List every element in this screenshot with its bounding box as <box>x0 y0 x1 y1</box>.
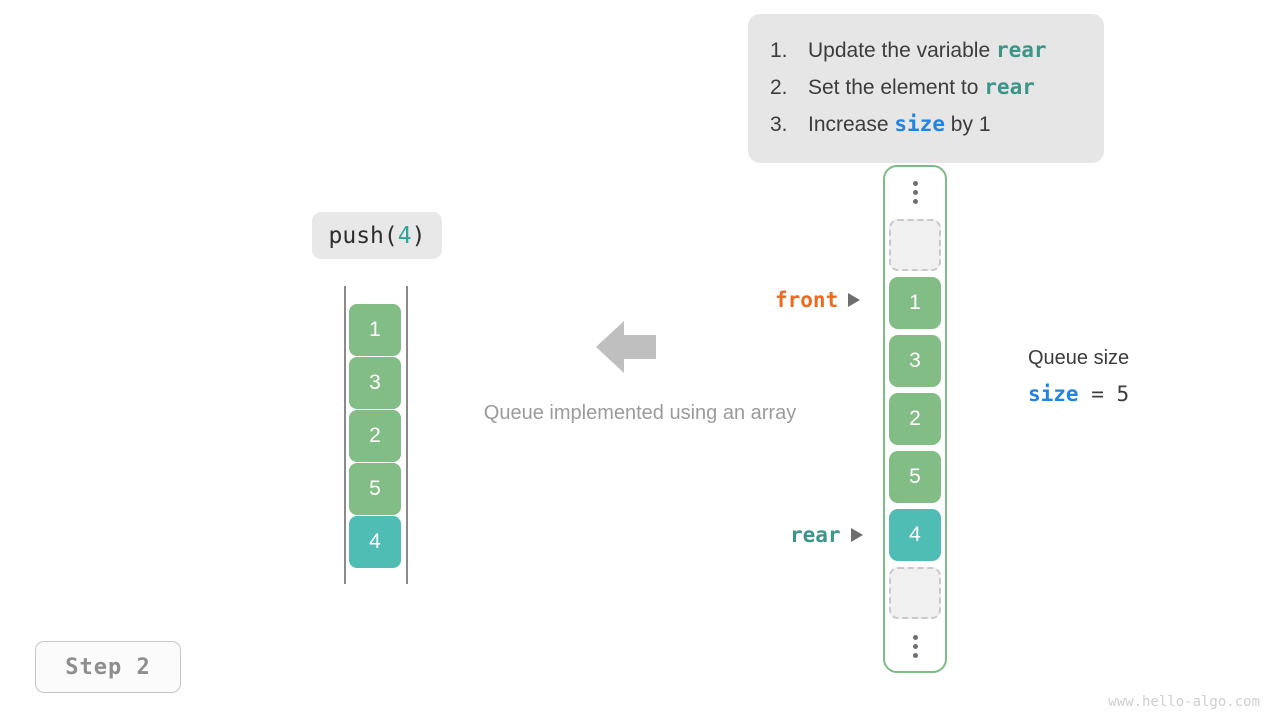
queue-size-value: 5 <box>1116 382 1130 406</box>
queue-size-expression: size = 5 <box>1028 379 1129 409</box>
queue-size-title: Queue size <box>1028 347 1130 369</box>
queue-cell: 1 <box>889 277 941 329</box>
left-arrow-icon <box>596 320 656 374</box>
instruction-text-pre: Set the element to <box>808 76 985 99</box>
operation-label: push(4) <box>312 212 442 259</box>
watermark: www.hello-algo.com <box>1108 694 1260 710</box>
queue-cell: 3 <box>889 335 941 387</box>
instruction-text-post: by 1 <box>944 113 991 136</box>
step-badge: Step 2 <box>35 641 181 693</box>
instruction-item-3: 3. Increase size by 1 <box>770 106 1082 143</box>
array-rail-right <box>406 286 408 584</box>
operation-label-suffix: ) <box>411 222 426 249</box>
queue-cell-empty <box>889 219 941 271</box>
instruction-text: Set the element to rear <box>808 69 1035 106</box>
arrow-right-icon <box>850 528 863 542</box>
queue-size-operator: = <box>1078 382 1117 406</box>
operation-label-prefix: push( <box>328 222 398 249</box>
left-array-cell: 2 <box>349 410 401 462</box>
ellipsis-top-icon <box>912 167 918 217</box>
pointer-front-label: front <box>775 288 839 312</box>
queue-cell: 4 <box>889 509 941 561</box>
left-array-cell: 4 <box>349 516 401 568</box>
queue-cell: 2 <box>889 393 941 445</box>
instruction-card: 1. Update the variable rear 2. Set the e… <box>748 14 1104 163</box>
pointer-front: front <box>775 288 861 312</box>
instruction-list: 1. Update the variable rear 2. Set the e… <box>770 32 1082 143</box>
instruction-text-pre: Increase <box>808 113 895 136</box>
queue-size-var: size <box>1028 382 1079 406</box>
queue-cell: 5 <box>889 451 941 503</box>
left-array-cell: 1 <box>349 304 401 356</box>
arrow-right-icon <box>848 293 861 307</box>
pointer-rear-label: rear <box>790 523 841 547</box>
pointer-rear: rear <box>790 523 863 547</box>
instruction-code-token: rear <box>995 38 1047 62</box>
left-array-cells: 1 3 2 5 4 <box>349 304 401 568</box>
instruction-code-token: size <box>894 112 945 136</box>
queue-size-readout: Queue size size = 5 <box>1028 343 1129 409</box>
operation-label-value: 4 <box>397 222 412 249</box>
left-array-cell: 5 <box>349 463 401 515</box>
queue-cells: 1 3 2 5 4 <box>889 219 941 619</box>
instruction-item-1: 1. Update the variable rear <box>770 32 1082 69</box>
array-rail-left <box>344 286 346 584</box>
ellipsis-bottom-icon <box>912 621 918 671</box>
left-array-view: 1 3 2 5 4 <box>344 286 410 584</box>
instruction-text-pre: Update the variable <box>808 39 996 62</box>
queue-cell-empty <box>889 567 941 619</box>
instruction-number: 2. <box>770 76 788 99</box>
left-array-cell: 3 <box>349 357 401 409</box>
diagram-caption: Queue implemented using an array <box>483 402 797 424</box>
instruction-number: 3. <box>770 113 788 136</box>
instruction-text: Increase size by 1 <box>808 106 991 143</box>
instruction-text: Update the variable rear <box>808 32 1047 69</box>
instruction-code-token: rear <box>984 75 1035 99</box>
instruction-item-2: 2. Set the element to rear <box>770 69 1082 106</box>
instruction-number: 1. <box>770 39 788 62</box>
queue-container: 1 3 2 5 4 <box>883 165 947 673</box>
